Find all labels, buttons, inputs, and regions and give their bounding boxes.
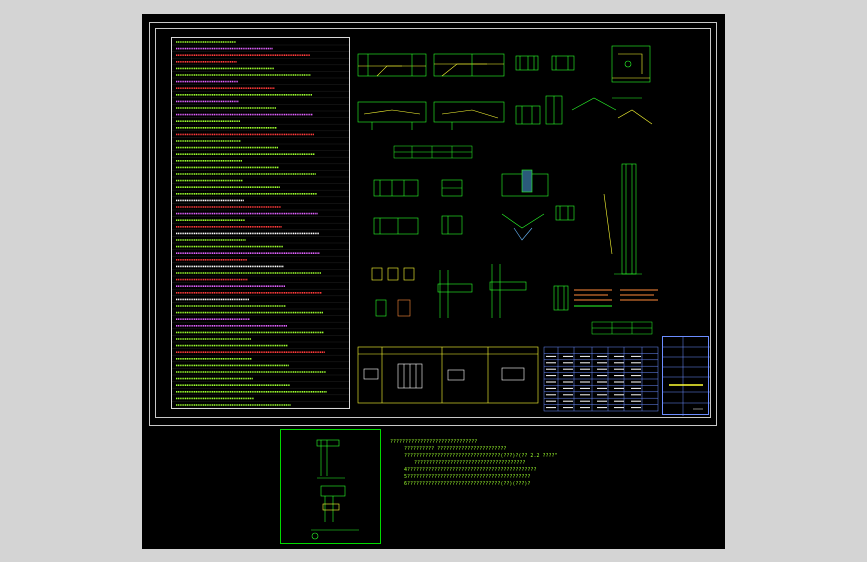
title-block[interactable] (662, 336, 710, 416)
section-table (357, 346, 539, 404)
note-line: 5???????????????????????????????????????… (404, 474, 531, 480)
note-line: 6???????????????????????????????(??)(???… (404, 481, 531, 487)
rebar-schedule-small (393, 145, 473, 159)
stair-detail (571, 97, 653, 125)
note-line: ?????????? ??????????????????????? (404, 446, 507, 452)
general-notes-panel[interactable] (171, 37, 350, 409)
drawing-sheet[interactable]: ????????????????????????????? ??????????… (142, 14, 725, 549)
joint-detail-2 (441, 179, 463, 235)
note-line: ????????????????????????????????(???)?(?… (404, 453, 558, 459)
beam-detail-4 (433, 101, 505, 130)
detail-sheet-small[interactable] (280, 429, 381, 544)
beam-detail-2 (433, 53, 505, 77)
legend-notes (574, 289, 658, 307)
beam-detail-1 (357, 53, 427, 77)
structural-details-drawing[interactable] (142, 14, 725, 549)
wall-column-joint-1 (437, 270, 473, 318)
column-section-b (515, 95, 563, 125)
note-line: 4???????????????????????????????????????… (404, 467, 537, 473)
stirrup-details (371, 267, 415, 317)
corbel-detail (611, 45, 651, 83)
pier-section (555, 205, 575, 221)
note-line: ????????????????????????????? (390, 439, 478, 445)
title-block-icon (663, 337, 710, 416)
column-elevation (603, 163, 642, 275)
joint-detail-1 (373, 179, 419, 235)
beam-column-joint (501, 169, 549, 241)
anchor-detail (553, 285, 569, 311)
wall-column-joint-2 (489, 264, 527, 318)
note-line: ????????????????????????????????????? (414, 460, 526, 466)
notes-lines (172, 41, 349, 408)
inner-border (155, 28, 711, 418)
bottom-notes[interactable]: ????????????????????????????? ??????????… (390, 439, 720, 514)
outer-border (149, 22, 717, 426)
column-section-a (515, 55, 575, 71)
wall-rebar-detail (311, 439, 359, 540)
beam-detail-3 (357, 101, 427, 130)
column-schedule-table (543, 346, 659, 412)
rebar-table-mid (591, 321, 653, 335)
